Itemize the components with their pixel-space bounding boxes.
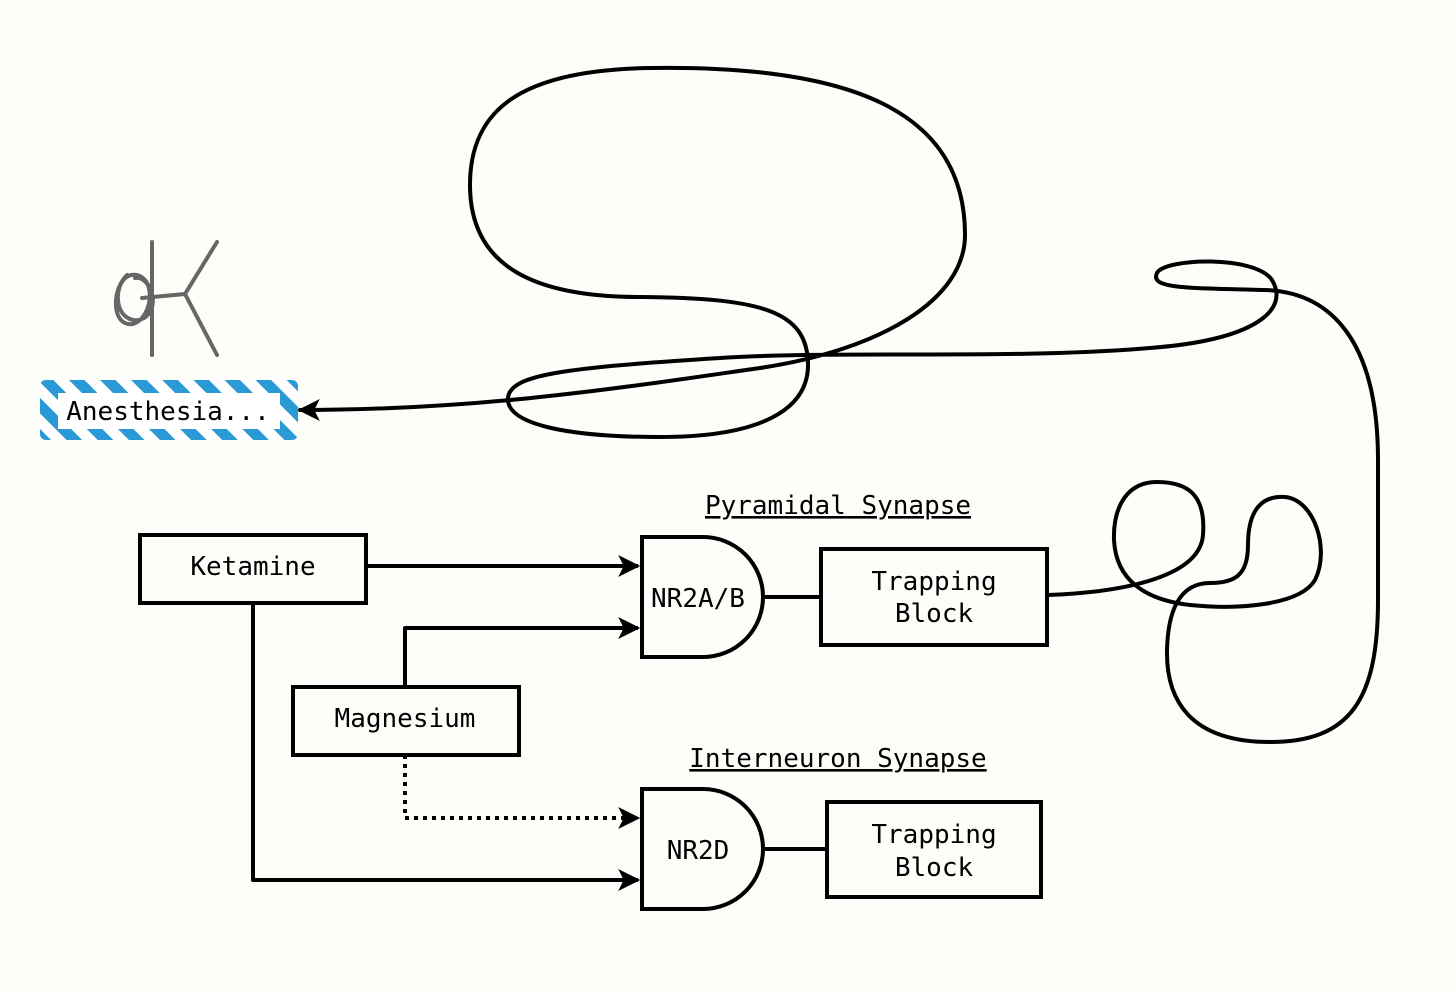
magnesium-node[interactable]: Magnesium <box>291 685 521 757</box>
pyramidal-synapse-title: Pyramidal Synapse <box>705 491 971 521</box>
trapping-block-bottom-line2: Block <box>895 853 974 883</box>
ketamine-node[interactable]: Ketamine <box>138 533 368 605</box>
trapping-block-top-line1: Trapping <box>871 567 996 597</box>
interneuron-synapse-title: Interneuron Synapse <box>689 744 986 774</box>
anesthesia-label: Anesthesia... <box>66 397 270 427</box>
tangled-loop-connector <box>297 65 1380 744</box>
ketamine-to-nr2d-arrow <box>251 603 641 891</box>
anesthesia-node[interactable]: Anesthesia... <box>40 380 298 440</box>
nr2ab-gate[interactable]: NR2A/B <box>640 535 765 659</box>
nr2d-label: NR2D <box>667 836 730 866</box>
nr2d-gate[interactable]: NR2D <box>640 787 765 911</box>
handwritten-scribble-icon <box>113 240 219 357</box>
ketamine-label: Ketamine <box>190 552 315 582</box>
magnesium-label: Magnesium <box>335 704 476 734</box>
trapping-block-top-node[interactable]: Trapping Block <box>819 547 1049 647</box>
magnesium-to-nr2d-dotted-arrow <box>403 755 641 829</box>
trapping-block-bottom-line1: Trapping <box>871 820 996 850</box>
magnesium-to-nr2ab-arrow <box>403 617 641 687</box>
trapping-block-top-line2: Block <box>895 599 974 629</box>
trapping-block-bottom-node[interactable]: Trapping Block <box>825 800 1043 899</box>
nr2ab-label: NR2A/B <box>651 584 745 614</box>
